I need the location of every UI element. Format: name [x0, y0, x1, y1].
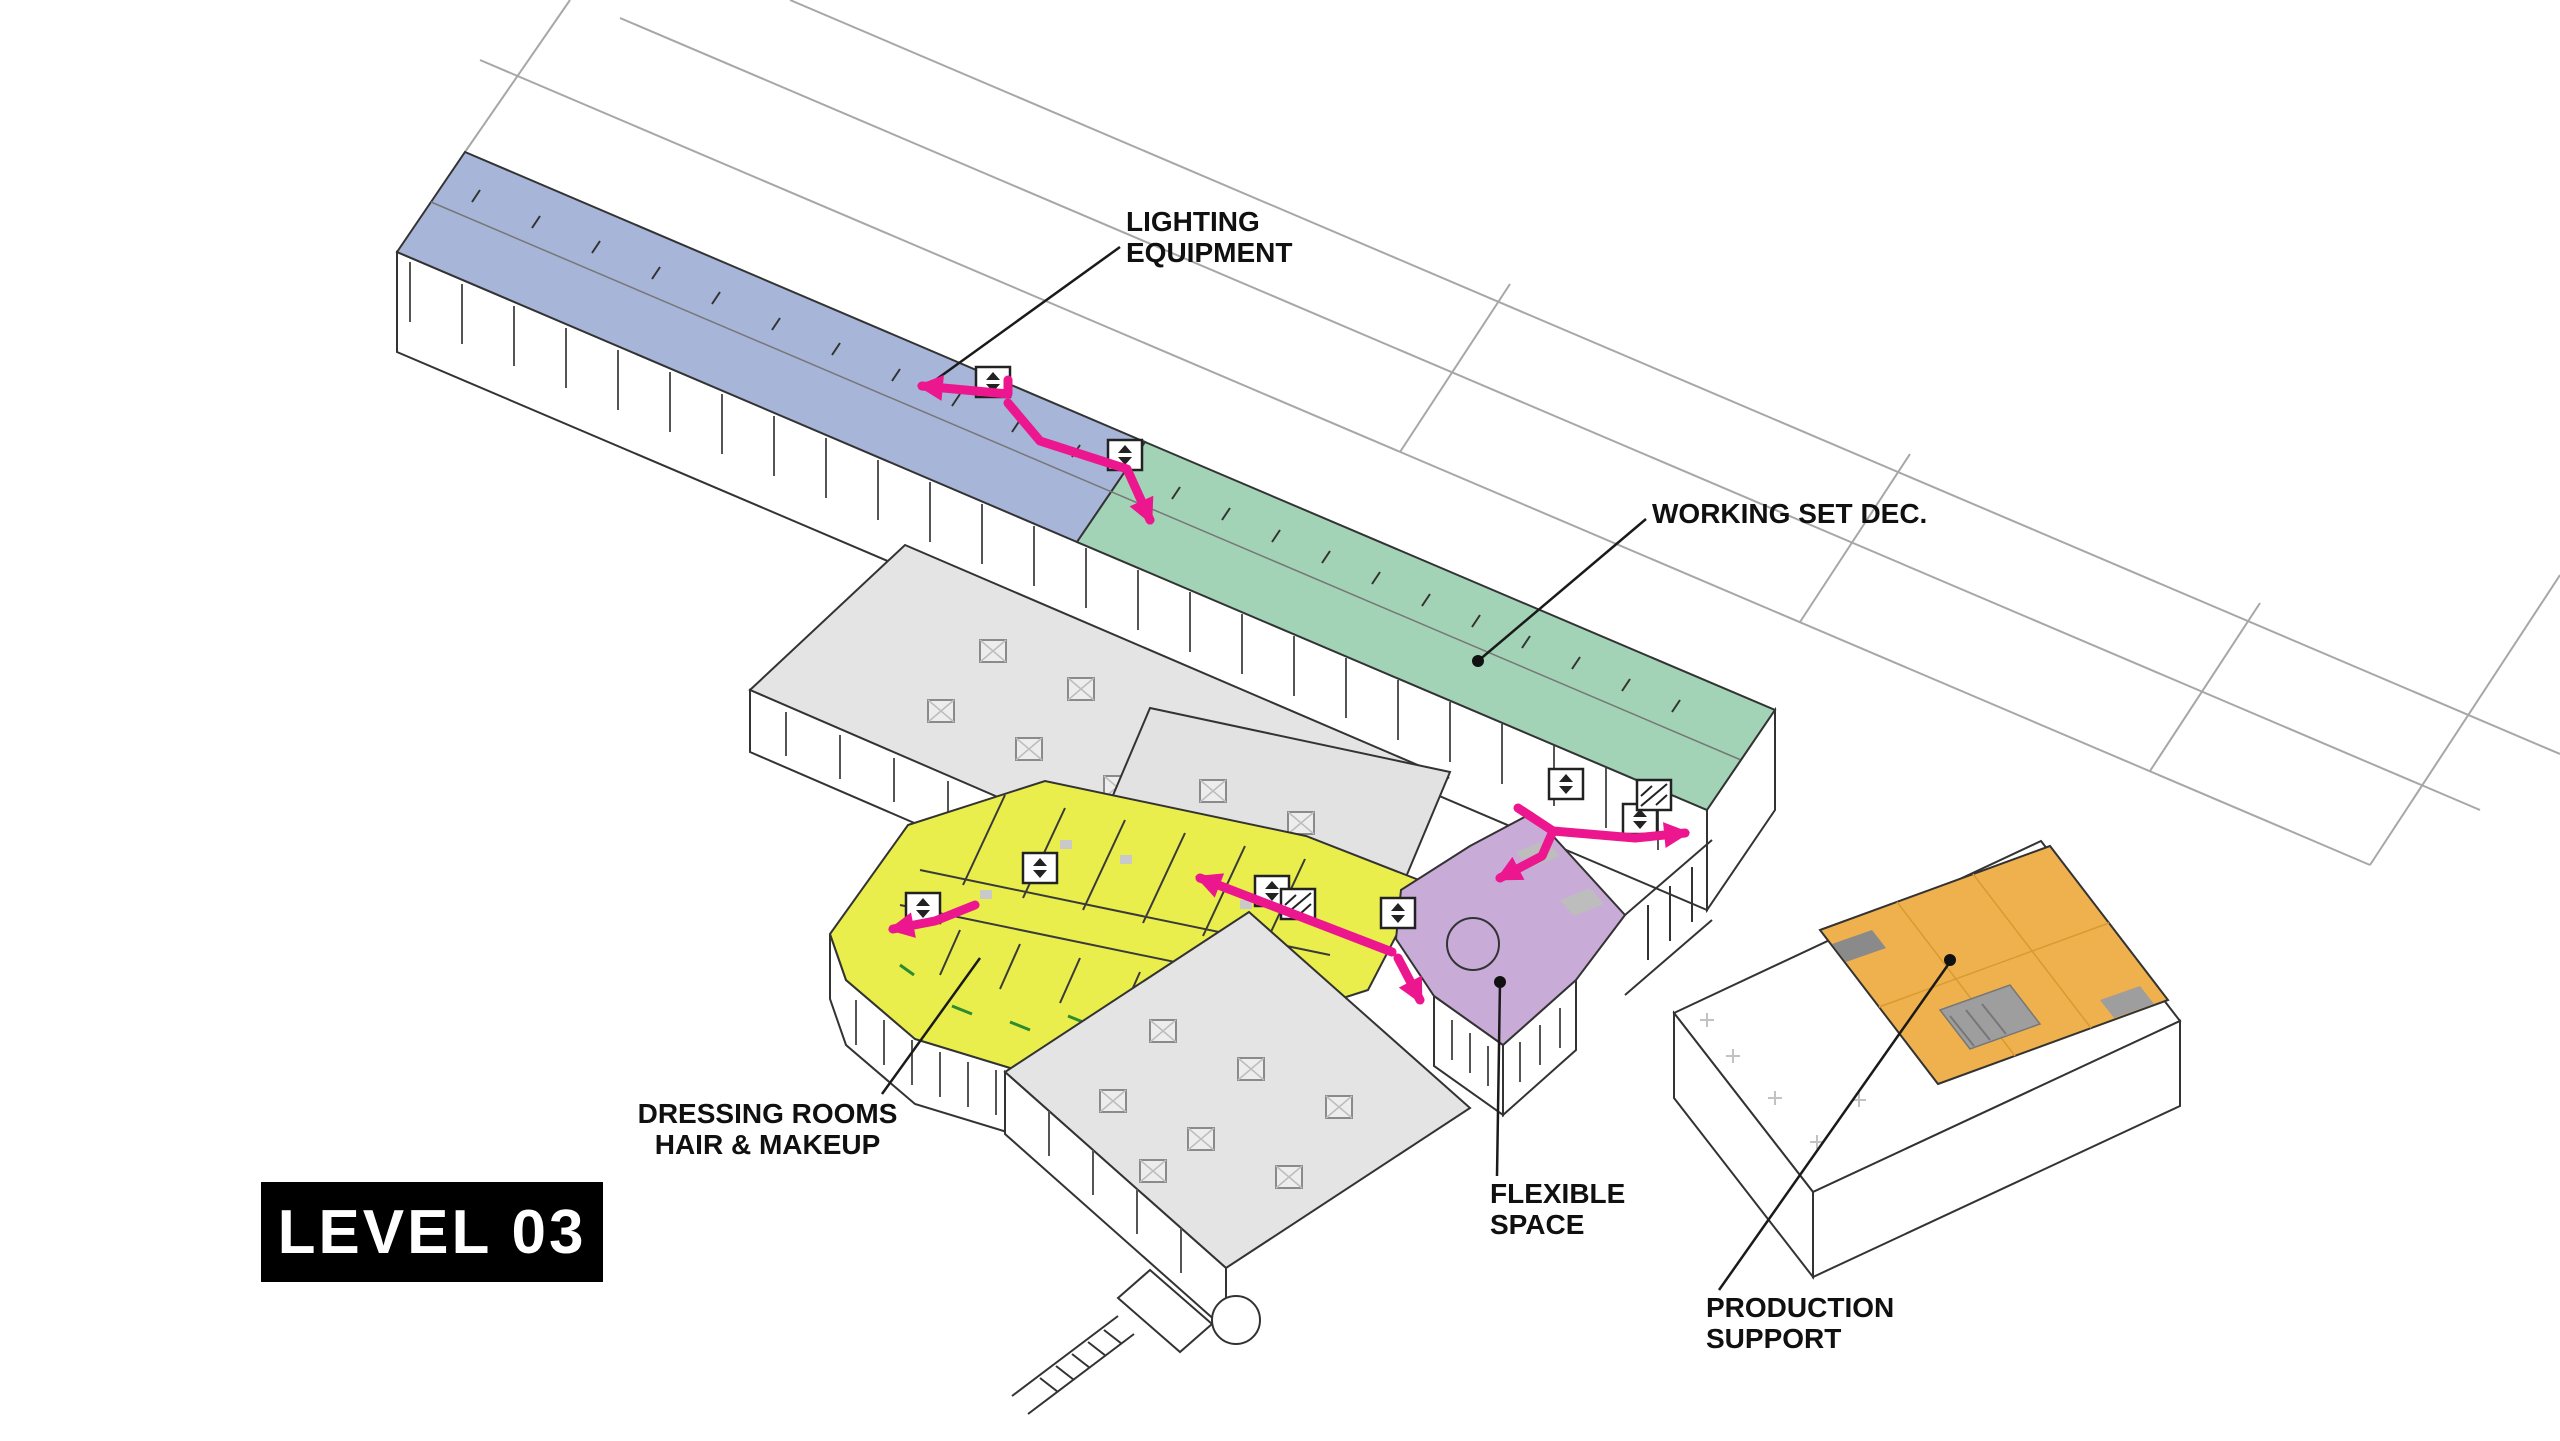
label-working-set-dec: WORKING SET DEC.: [1652, 498, 1927, 529]
flow-arrow: [1195, 873, 1397, 957]
leader-dot: [1472, 655, 1484, 667]
dressing-wall-ribs: [855, 1000, 1025, 1123]
rooftop-unit: [1237, 1057, 1265, 1081]
level-badge: LEVEL 03: [261, 1182, 603, 1282]
stair-core: [1938, 984, 2042, 1050]
corner-turret: [1211, 1295, 1261, 1345]
leader-flexible: [1495, 981, 1502, 1177]
base-plus-marks: [1700, 1013, 1866, 1149]
roof-grey-block: [2100, 986, 2154, 1018]
green-roof-vents: [1171, 486, 1681, 713]
rooftop-unit: [979, 639, 1007, 663]
stair-treads: [1949, 1003, 2007, 1047]
elevator-icon: [1379, 896, 1417, 930]
rooftop-unit: [1275, 1165, 1303, 1189]
leader-dots: [1472, 655, 1956, 988]
rooftop-unit: [1187, 1127, 1215, 1151]
label-line: HAIR & MAKEUP: [654, 1129, 881, 1161]
leader-working-set: [1477, 518, 1647, 662]
elevator-icon: [1021, 851, 1059, 885]
flow-arrow: [1393, 953, 1425, 1005]
purple-facade-ribs: [1451, 1008, 1561, 1086]
blue-roof-vents: [471, 189, 1081, 458]
base-front-wall: [1812, 1019, 2181, 1279]
entry-ramp: [1011, 1315, 1135, 1415]
label-line: EQUIPMENT: [1126, 237, 1293, 269]
roof-grey-block: [1832, 930, 1886, 962]
label-dressing-rooms: DRESSING ROOMS HAIR & MAKEUP: [595, 1098, 940, 1161]
rooftop-unit: [1015, 737, 1043, 761]
flow-arrow: [1513, 803, 1691, 849]
flow-arrow: [916, 374, 1013, 401]
studio-block-lower: [1003, 910, 1472, 1415]
label-line: FLEXIBLE: [1490, 1178, 1626, 1209]
label-line: WORKING SET DEC.: [1652, 498, 1928, 529]
label-line: SPACE: [1490, 1209, 1585, 1241]
entrance-block: [1116, 1268, 1214, 1354]
label-line: DRESSING ROOMS: [637, 1098, 898, 1129]
leader-dressing: [880, 957, 982, 1095]
leader-production: [1717, 961, 1952, 1291]
background-outline-building: [464, 0, 2560, 866]
rooftop-unit: [1199, 779, 1227, 803]
leader-lines: [880, 245, 1952, 1291]
rooftop-unit: [1099, 1089, 1127, 1113]
core-block: [1560, 888, 1604, 916]
studio-a-wall-ribs: [785, 712, 949, 825]
leader-dot: [1944, 954, 1956, 966]
drum-feature: [1446, 917, 1500, 971]
circulation-arrows: [887, 374, 1691, 1005]
label-line: PRODUCTION: [1706, 1292, 1895, 1323]
elevator-icon: [1547, 767, 1585, 801]
flexible-space-zone: [1394, 811, 1627, 1118]
label-production-support: PRODUCTION SUPPORT: [1706, 1292, 1894, 1355]
studio-c-wall-ribs: [1048, 1111, 1182, 1273]
furniture: [1060, 840, 1072, 849]
flow-arrow: [1495, 826, 1558, 883]
roof-ridge-line: [430, 201, 1742, 761]
zone-flexible-space: [1394, 811, 1627, 1047]
leader-dot: [1494, 976, 1506, 988]
label-flexible-space: FLEXIBLE SPACE: [1490, 1178, 1625, 1241]
label-line: LIGHTING: [1126, 206, 1260, 237]
furniture: [1240, 900, 1252, 909]
green-end-extension: [1624, 839, 1713, 996]
rooftop-unit: [927, 699, 955, 723]
green-end-wall: [1706, 706, 1776, 914]
furniture: [1120, 855, 1132, 864]
stage-building: [395, 150, 1777, 996]
label-lighting-equipment: LIGHTING EQUIPMENT: [1126, 206, 1292, 269]
rooftop-unit: [1139, 1159, 1167, 1183]
flow-arrow: [1003, 398, 1155, 525]
rooftop-unit: [1067, 677, 1095, 701]
level-badge-text: LEVEL 03: [277, 1197, 587, 1267]
rooftop-unit: [1325, 1095, 1353, 1119]
rooftop-unit: [1149, 1019, 1177, 1043]
stair-icon: [1635, 778, 1673, 812]
door-swings: [899, 963, 1089, 1032]
furniture: [980, 890, 992, 899]
rooftop-unit: [1287, 811, 1315, 835]
leader-lighting: [922, 245, 1121, 391]
label-line: SUPPORT: [1706, 1323, 1842, 1355]
flow-arrow: [887, 900, 980, 938]
production-support-building: [1672, 839, 2182, 1280]
